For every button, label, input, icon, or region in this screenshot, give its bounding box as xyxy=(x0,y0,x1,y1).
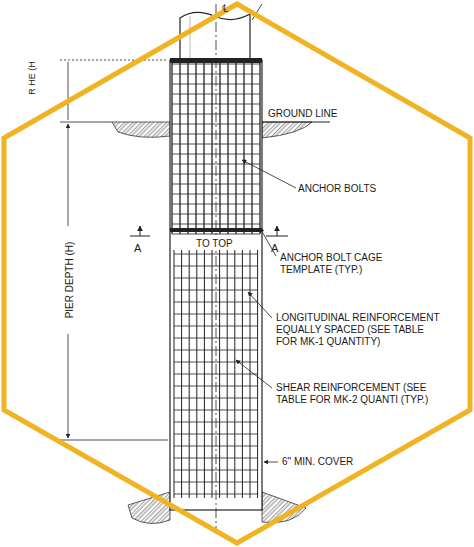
center-line xyxy=(216,4,217,530)
cage-tie xyxy=(172,124,260,125)
centerline-symbol: ℄ xyxy=(222,2,228,14)
shear-tie xyxy=(174,362,258,363)
cage-tie xyxy=(172,74,260,75)
anchor-bolt xyxy=(243,62,244,234)
anchor-bolt xyxy=(171,62,172,234)
ground-hatch xyxy=(112,122,170,137)
part-label: LONGITUDINAL REINFORCEMENT EQUALLY SPACE… xyxy=(276,312,446,348)
extension-line xyxy=(60,60,168,61)
dimension-line xyxy=(68,62,69,120)
cage-tie xyxy=(172,214,260,215)
extension-line xyxy=(60,122,112,123)
section-mark: A xyxy=(271,242,278,254)
anchor-bolt xyxy=(219,62,220,234)
shear-tie xyxy=(174,398,258,399)
anchor-bolt xyxy=(259,62,260,234)
shear-tie xyxy=(174,290,258,291)
hexagon-frame xyxy=(4,4,470,543)
section-mark: A xyxy=(134,242,141,254)
leader-line xyxy=(264,462,278,463)
anchor-bolt xyxy=(203,62,204,234)
anchor-bolt xyxy=(179,62,180,234)
anchor-bolt xyxy=(251,62,252,234)
pole-stub xyxy=(180,12,250,60)
shear-tie xyxy=(174,254,258,255)
ground-line xyxy=(262,122,330,123)
part-label: SHEAR REINFORCEMENT (SEE TABLE FOR MK-2 … xyxy=(276,382,446,406)
shear-tie xyxy=(174,434,258,435)
part-label: ANCHOR BOLT CAGE TEMPLATE (TYP.) xyxy=(280,252,430,276)
anchor-bolt xyxy=(227,62,228,234)
section-arrow xyxy=(277,226,278,236)
anchor-bolt xyxy=(195,62,196,234)
extension-line xyxy=(60,440,168,441)
note-label: TO TOP xyxy=(196,238,233,250)
pole-shade xyxy=(190,16,191,60)
part-label: ANCHOR BOLTS xyxy=(298,183,376,195)
dimension-line xyxy=(68,334,69,438)
dimension-label: 6" MIN. COVER xyxy=(282,456,353,468)
ground-line-label: GROUND LINE xyxy=(268,108,337,120)
cage-tie xyxy=(172,164,260,165)
dimension-line xyxy=(68,124,69,226)
ground-hatch xyxy=(262,122,312,138)
shear-tie xyxy=(174,470,258,471)
section-arrow xyxy=(140,226,141,236)
leader-line xyxy=(242,160,296,188)
label-patch xyxy=(192,237,240,250)
anchor-bolt xyxy=(211,62,212,234)
anchor-bolt xyxy=(187,62,188,234)
reveal-height-label: R HE (H xyxy=(26,59,38,97)
leader-line xyxy=(236,360,272,388)
ground-hatch xyxy=(128,492,170,524)
leader-line xyxy=(248,292,272,318)
shear-tie xyxy=(174,326,258,327)
anchor-bolt xyxy=(235,62,236,234)
dimension-label: PIER DEPTH (H) xyxy=(64,240,76,321)
